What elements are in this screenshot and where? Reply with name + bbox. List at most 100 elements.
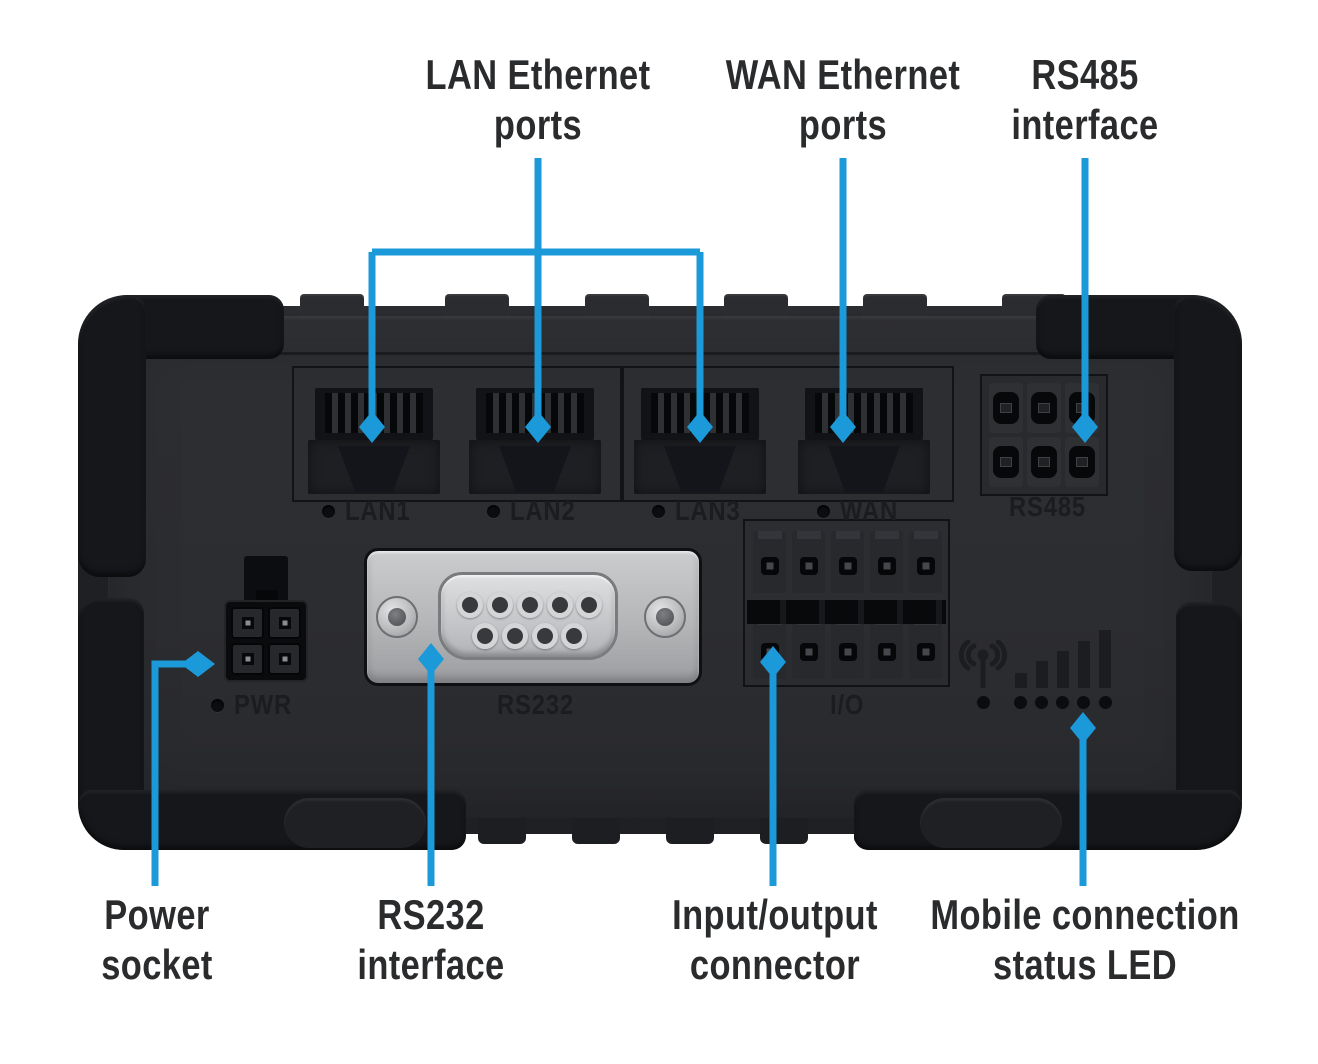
- terminal-clamp: [796, 531, 821, 539]
- bottom-rail-notch: [572, 816, 620, 844]
- face-seam: [150, 352, 1170, 355]
- port-label-text: LAN1: [345, 495, 411, 526]
- leader-line-lan: [368, 158, 704, 427]
- terminal-clamp: [913, 531, 938, 539]
- callout-rs485-interface: RS485 interface: [995, 50, 1175, 150]
- signal-bar-icon: [1078, 641, 1090, 688]
- port-label-lan2: LAN2: [487, 495, 587, 527]
- bottom-rail-notch: [478, 816, 526, 844]
- terminal-hole: [916, 557, 935, 575]
- port-label-text: LAN2: [510, 495, 576, 526]
- terminal-pin: [844, 648, 851, 656]
- power-pin: [241, 617, 254, 629]
- bottom-rail-notch: [760, 816, 808, 844]
- terminal-hole: [838, 643, 857, 661]
- arrow-diamond-lan2: [525, 411, 551, 443]
- status-led-dot: [1099, 696, 1112, 709]
- rs232-db9-connector: [438, 572, 618, 660]
- rail-notch: [863, 294, 927, 316]
- corner-bumper-top-left: [78, 295, 146, 577]
- io-terminal: [792, 617, 825, 679]
- terminal-pin: [1076, 457, 1088, 467]
- screw-hole: [656, 608, 674, 626]
- callout-mobile-status-led: Mobile connection status LED: [896, 890, 1273, 990]
- io-terminal: [909, 531, 942, 593]
- db9-pin-hole: [472, 623, 498, 649]
- rj45-cavity: [308, 440, 440, 494]
- db9-pin-hole: [532, 623, 558, 649]
- terminal-hole: [1069, 446, 1095, 478]
- rj45-cavity: [798, 440, 930, 494]
- callout-line-2: ports: [493, 101, 583, 148]
- terminal-pin: [922, 562, 929, 570]
- rubber-foot: [284, 798, 426, 848]
- callout-line-1: Input/output: [672, 891, 878, 938]
- callout-line-1: RS232: [377, 891, 485, 938]
- callout-line-1: Power: [104, 891, 210, 938]
- led-dot-icon: [322, 504, 335, 518]
- rail-notch: [724, 294, 788, 316]
- arrow-diamond-io: [760, 646, 786, 678]
- rubber-foot: [920, 798, 1062, 848]
- terminal-clamp: [835, 531, 860, 539]
- arrow-diamond-power: [181, 651, 215, 677]
- port-label-text: RS232: [497, 689, 575, 720]
- port-label-io: I/O: [830, 689, 870, 721]
- rj45-cavity: [469, 440, 601, 494]
- signal-bar-icon: [1057, 651, 1069, 688]
- signal-bar-icon: [1099, 630, 1111, 688]
- terminal-clamp: [874, 531, 899, 539]
- terminal-pin: [1038, 403, 1050, 413]
- callout-text: RS232 interface: [357, 890, 504, 990]
- callout-rs232-interface: RS232 interface: [341, 890, 521, 990]
- corner-bumper-top-right: [1174, 295, 1242, 571]
- terminal-pin: [844, 562, 851, 570]
- signal-bar-icon: [1015, 673, 1027, 688]
- arrow-diamond-rs485: [1072, 411, 1098, 443]
- terminal-hole: [916, 643, 935, 661]
- rail-notch: [300, 294, 364, 316]
- terminal-pin: [805, 648, 812, 656]
- callout-line-2: ports: [798, 101, 888, 148]
- db9-pin-hole: [502, 623, 528, 649]
- rs485-terminal: [1027, 383, 1061, 433]
- callout-line-1: LAN Ethernet: [425, 51, 651, 98]
- terminal-pin: [883, 648, 890, 656]
- rs485-terminal: [1027, 437, 1061, 487]
- signal-bar-icon: [1036, 661, 1048, 688]
- power-pin: [278, 653, 291, 665]
- arrow-diamond-mobile: [1070, 712, 1096, 744]
- callout-text: WAN Ethernet ports: [726, 50, 961, 150]
- io-terminal: [831, 531, 864, 593]
- terminal-pin: [805, 562, 812, 570]
- terminal-pin: [1000, 403, 1012, 413]
- terminal-hole: [877, 557, 896, 575]
- power-pin-hole: [231, 643, 264, 675]
- callout-line-2: socket: [101, 941, 213, 988]
- arrow-diamond-lan3: [687, 411, 713, 443]
- callout-text: LAN Ethernet ports: [426, 50, 651, 150]
- terminal-pin: [922, 648, 929, 656]
- rs485-terminal: [1065, 437, 1099, 487]
- screw-post-icon: [376, 596, 418, 638]
- rs485-terminal: [989, 437, 1023, 487]
- screw-post-icon: [644, 596, 686, 638]
- callout-line-2: status LED: [992, 941, 1177, 988]
- callout-line-1: Mobile connection: [930, 891, 1240, 938]
- leader-line-power: [151, 660, 197, 886]
- status-led-dot: [1077, 696, 1090, 709]
- rail-notch: [445, 294, 509, 316]
- power-pin-hole: [231, 607, 264, 639]
- db9-pin-hole: [561, 623, 587, 649]
- rs485-terminal: [989, 383, 1023, 433]
- arrow-diamond-lan1: [359, 411, 385, 443]
- io-terminal: [753, 531, 786, 593]
- io-terminal-row: [753, 531, 942, 593]
- rs485-connector: [980, 374, 1108, 496]
- db9-pin-hole: [517, 592, 543, 618]
- port-label-rs485: RS485: [1009, 491, 1100, 523]
- terminal-hole: [1031, 446, 1057, 478]
- status-led-dot: [1014, 696, 1027, 709]
